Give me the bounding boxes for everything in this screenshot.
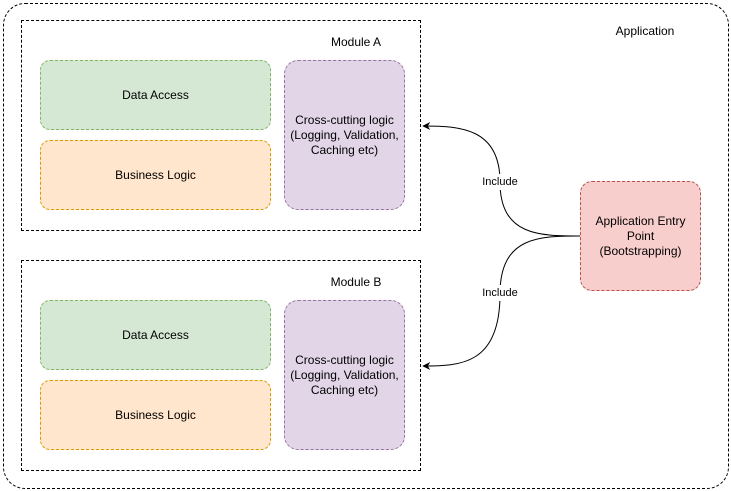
module-b-cross-cutting-logic: Cross-cutting logic (Logging, Validation… (284, 300, 405, 450)
module-a-label: Module A (330, 35, 382, 49)
application-entry-point: Application Entry Point (Bootstrapping) (580, 181, 701, 291)
application-container (3, 3, 729, 489)
module-a-cross-cutting-logic: Cross-cutting logic (Logging, Validation… (284, 60, 405, 210)
module-b-business-logic: Business Logic (40, 380, 271, 450)
module-b-label: Module B (330, 275, 382, 289)
module-b-data-access: Data Access (40, 300, 271, 370)
module-a-container (21, 20, 421, 231)
include-label-module-b: Include (479, 285, 521, 301)
module-a-data-access: Data Access (40, 60, 271, 130)
module-b-container (21, 260, 421, 471)
application-label: Application (615, 24, 675, 38)
module-a-business-logic: Business Logic (40, 140, 271, 210)
include-label-module-a: Include (479, 174, 521, 190)
include-arrow-to-module-b (422, 235, 581, 370)
